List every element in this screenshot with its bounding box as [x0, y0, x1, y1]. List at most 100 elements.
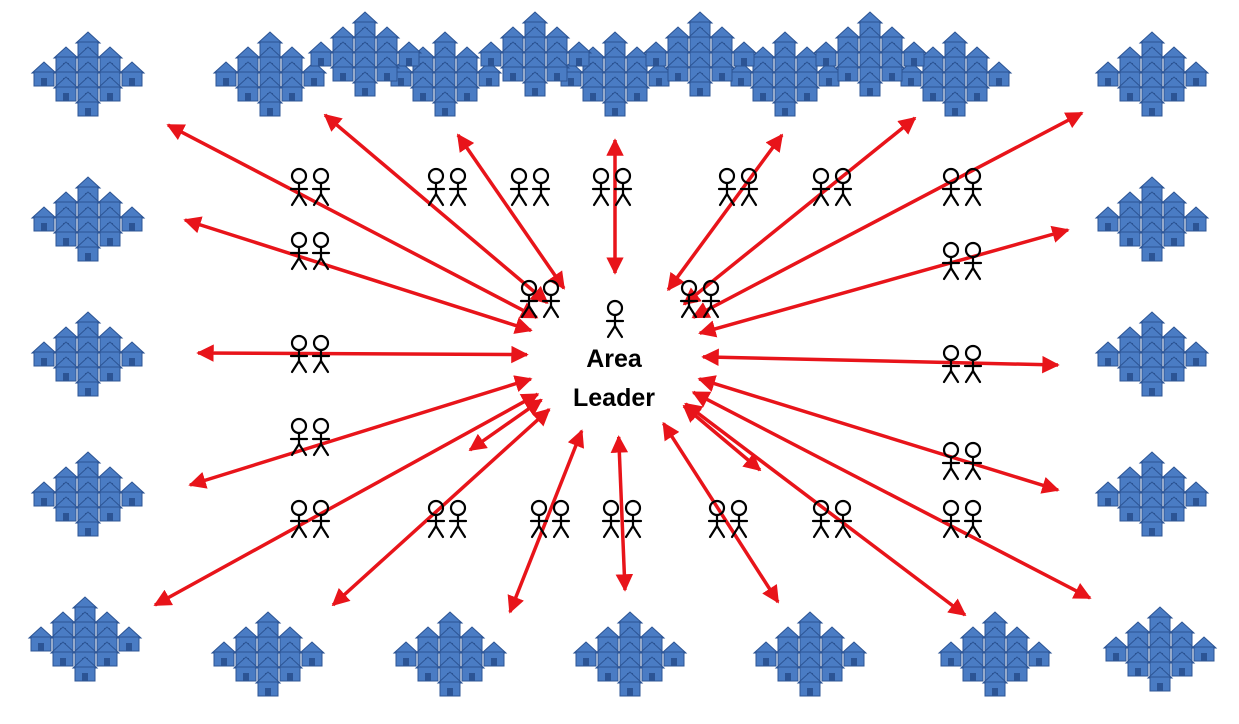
house-icon: [119, 341, 145, 367]
house-icon: [841, 641, 867, 667]
area-leader-line2: Leader: [573, 384, 655, 412]
house-icon: [119, 61, 145, 87]
double-headed-arrow: [684, 402, 967, 617]
person-icon: [601, 499, 621, 539]
person-icon: [448, 167, 468, 207]
person-icon: [963, 241, 983, 281]
house-icon: [1103, 636, 1129, 662]
double-headed-arrow: [698, 225, 1070, 338]
double-headed-arrow: [153, 392, 540, 607]
person-icon: [289, 231, 309, 271]
double-headed-arrow: [456, 133, 566, 290]
person-icon: [941, 499, 961, 539]
double-headed-arrow: [682, 116, 917, 306]
neighborhood-cluster: [211, 611, 325, 697]
house-icon: [31, 206, 57, 232]
person-icon: [551, 499, 571, 539]
house-icon: [213, 61, 239, 87]
person-pair-icon: [426, 167, 468, 207]
person-icon: [531, 167, 551, 207]
house-icon: [1026, 641, 1052, 667]
person-pair-icon: [289, 417, 331, 457]
neighborhood-cluster: [1095, 311, 1209, 397]
person-pair-icon: [426, 499, 468, 539]
house-icon: [1095, 341, 1121, 367]
house-icon: [308, 41, 334, 67]
house-icon: [938, 641, 964, 667]
center-starburst: [521, 265, 709, 445]
person-icon: [311, 167, 331, 207]
area-leader-label: Area Leader: [548, 340, 680, 418]
double-headed-arrow: [666, 133, 784, 292]
neighborhood-cluster: [1095, 31, 1209, 117]
double-headed-arrow: [183, 216, 533, 334]
house-icon: [566, 41, 592, 67]
neighborhood-cluster: [31, 31, 145, 117]
neighborhood-cluster: [753, 611, 867, 697]
house-icon: [478, 41, 504, 67]
person-icon: [311, 417, 331, 457]
double-headed-arrow: [701, 348, 1060, 374]
neighborhood-cluster: [213, 31, 327, 117]
person-icon: [613, 167, 633, 207]
house-icon: [731, 41, 757, 67]
person-icon: [289, 499, 309, 539]
house-icon: [1095, 481, 1121, 507]
double-headed-arrow: [682, 404, 762, 472]
neighborhood-cluster: [31, 311, 145, 397]
double-headed-arrow: [331, 408, 551, 607]
house-icon: [813, 41, 839, 67]
double-headed-arrow: [166, 123, 539, 320]
house-icon: [31, 481, 57, 507]
person-icon: [426, 167, 446, 207]
neighborhood-cluster: [1103, 606, 1217, 692]
double-headed-arrow: [196, 344, 529, 364]
house-icon: [1095, 206, 1121, 232]
double-headed-arrow: [468, 398, 543, 452]
house-icon: [396, 41, 422, 67]
person-icon: [941, 167, 961, 207]
house-icon: [28, 626, 54, 652]
house-icon: [481, 641, 507, 667]
person-icon: [509, 167, 529, 207]
double-headed-arrow: [691, 111, 1084, 319]
person-pair-icon: [679, 279, 721, 319]
double-headed-arrow: [691, 390, 1092, 600]
house-icon: [299, 641, 325, 667]
center-burst-layer: [521, 265, 709, 445]
house-icon: [661, 641, 687, 667]
person-pair-icon: [591, 167, 633, 207]
person-pair-icon: [289, 231, 331, 271]
house-icon: [116, 626, 142, 652]
house-icon: [211, 641, 237, 667]
house-icon: [1183, 206, 1209, 232]
neighborhood-cluster: [28, 596, 142, 682]
house-icon: [986, 61, 1012, 87]
house-icon: [393, 641, 419, 667]
double-headed-arrow: [610, 435, 634, 592]
person-pair-icon: [509, 167, 551, 207]
neighborhood-cluster: [1095, 451, 1209, 537]
house-icon: [573, 641, 599, 667]
house-icon: [119, 481, 145, 507]
house-icon: [901, 41, 927, 67]
house-icon: [1183, 61, 1209, 87]
person-icon: [623, 499, 643, 539]
person-icon: [311, 499, 331, 539]
house-icon: [1183, 341, 1209, 367]
person-icon: [289, 167, 309, 207]
house-icon: [1095, 61, 1121, 87]
double-headed-arrow: [188, 375, 533, 489]
house-icon: [643, 41, 669, 67]
house-icon: [753, 641, 779, 667]
person-icon: [448, 499, 468, 539]
double-headed-arrow: [697, 375, 1060, 494]
house-icon: [1183, 481, 1209, 507]
house-icon: [119, 206, 145, 232]
person-icon: [529, 499, 549, 539]
house-icon: [31, 341, 57, 367]
neighborhood-cluster: [1095, 176, 1209, 262]
neighborhood-cluster: [31, 176, 145, 262]
